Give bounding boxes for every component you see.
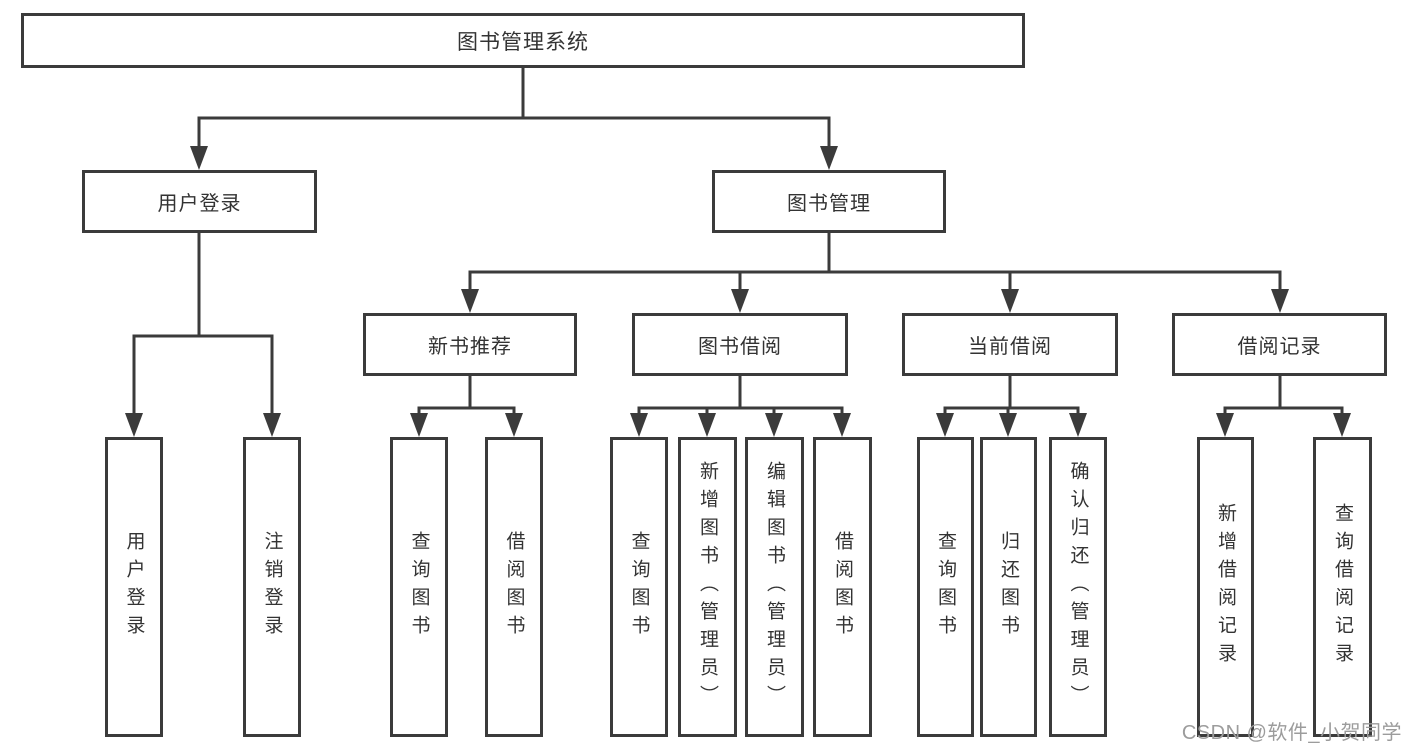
node-root-library-system: 图书管理系统: [21, 13, 1025, 68]
leaf-borrowing-borrow-books: 借阅图书: [813, 437, 872, 737]
leaf-logout: 注销登录: [243, 437, 301, 737]
leaf-current-search-books: 查询图书: [917, 437, 974, 737]
leaf-current-confirm-return-admin: 确认归还（管理员）: [1049, 437, 1107, 737]
leaf-newbook-search-books: 查询图书: [390, 437, 448, 737]
leaf-user-login: 用户登录: [105, 437, 163, 737]
node-current-borrowing: 当前借阅: [902, 313, 1118, 376]
leaf-current-return-books: 归还图书: [980, 437, 1037, 737]
leaf-records-add-borrow-record: 新增借阅记录: [1197, 437, 1254, 737]
leaf-borrowing-search-books: 查询图书: [610, 437, 668, 737]
csdn-watermark: CSDN @软件_小贺同学: [1181, 722, 1402, 744]
node-new-book-recommend: 新书推荐: [363, 313, 577, 376]
node-borrowing-records: 借阅记录: [1172, 313, 1387, 376]
leaf-records-search-borrow-record: 查询借阅记录: [1313, 437, 1372, 737]
node-user-login: 用户登录: [82, 170, 317, 233]
leaf-borrowing-add-books-admin: 新增图书（管理员）: [678, 437, 737, 737]
node-book-borrowing: 图书借阅: [632, 313, 848, 376]
node-book-management: 图书管理: [712, 170, 946, 233]
leaf-borrowing-edit-books-admin: 编辑图书（管理员）: [745, 437, 804, 737]
leaf-newbook-borrow-books: 借阅图书: [485, 437, 543, 737]
